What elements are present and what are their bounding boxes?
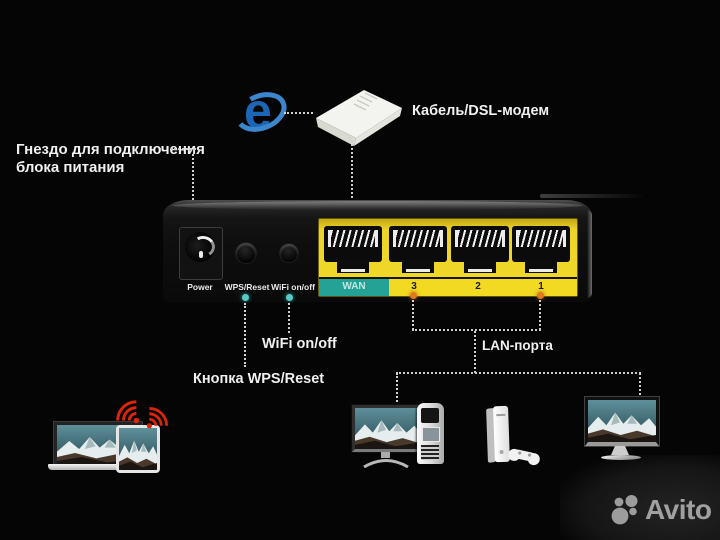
desktop-monitor-stand (381, 452, 390, 458)
wan-port (324, 226, 382, 273)
port-3-label: 3 (411, 281, 417, 292)
tv-monitor (585, 397, 659, 446)
port-2-label: 2 (475, 281, 481, 292)
wps-callout-label: Кнопка WPS/Reset (193, 371, 325, 387)
laptop-base (48, 464, 146, 470)
game-controller (508, 448, 540, 466)
connector-wps-v (244, 303, 246, 367)
port-label-strip: WAN 3 2 1 (319, 277, 577, 296)
connector-desktop-v (396, 373, 398, 406)
avito-logo-icon (611, 495, 638, 525)
tablet (116, 425, 160, 473)
wifi-signal-left-icon (116, 400, 141, 424)
lan-port-1-pins (516, 230, 566, 247)
connector-ie-to-modem (284, 112, 313, 114)
lan-callout-label: LAN-порта (482, 338, 553, 353)
lan-port-1-latch (525, 259, 557, 273)
lan-port-2-latch (464, 259, 496, 273)
connector-devices-h (396, 372, 641, 374)
lan-port-3-latch (402, 259, 434, 273)
lan-port-2-pins (455, 230, 505, 247)
wan-port-label: WAN (342, 281, 366, 292)
connector-powerlabel-v (192, 154, 194, 220)
internet-explorer-icon: e (235, 83, 287, 140)
xbox-disc-slot (496, 413, 506, 417)
power-port-label: Power (187, 282, 213, 292)
tv-monitor-wallpaper (588, 400, 656, 442)
ie-orbit-swoosh (235, 92, 287, 132)
connector-tv-v (639, 373, 641, 399)
lan3-connection-dot (410, 292, 417, 299)
wan-port-pins (328, 230, 378, 247)
port-1-label: 1 (538, 281, 544, 292)
pc-tower-drive-bay (421, 408, 439, 423)
connector-lan-bracket (412, 329, 541, 331)
power-socket (179, 227, 223, 280)
lan-port-2 (451, 226, 509, 273)
connector-powerlabel-h (171, 148, 196, 150)
pc-tower-panel (422, 427, 440, 442)
wps-connection-dot (242, 294, 249, 301)
pc-tower-vents (421, 445, 439, 460)
ethernet-ports-panel: WAN 3 2 1 (318, 218, 578, 297)
lan-port-3 (389, 226, 447, 273)
modem-illustration (316, 90, 402, 146)
wifi-button-label: WiFi on/off (271, 282, 315, 292)
connector-modem-to-wan (351, 140, 353, 218)
tv-stand (611, 446, 629, 455)
wifi-signal-right-icon (145, 407, 169, 429)
ie-glyph-svg: e (235, 83, 287, 139)
lan-port-1 (512, 226, 570, 273)
router-top-highlight (540, 194, 645, 198)
modem-callout-label: Кабель/DSL-модем (412, 103, 550, 119)
wifi-onoff-button (280, 244, 298, 262)
tablet-wallpaper (119, 428, 157, 470)
connector-lan1-v (539, 300, 541, 330)
wifi-connection-dot (286, 294, 293, 301)
connector-lan-stem (474, 331, 476, 373)
watermark-background-glow (560, 455, 720, 540)
avito-watermark: Avito (610, 494, 712, 526)
power-jack-callout-line1: Гнездо для подключения (16, 141, 205, 158)
power-socket-pin (185, 232, 215, 262)
wps-reset-button (236, 243, 256, 263)
wan-label-segment (319, 279, 389, 296)
desktop-monitor-wallpaper (355, 408, 421, 449)
power-jack-callout-line2: блока питания (16, 159, 125, 176)
lan-port-3-pins (393, 230, 443, 247)
wan-port-latch (337, 259, 369, 273)
lan1-connection-dot (537, 292, 544, 299)
router-back-panel: Power WPS/Reset WiFi on/off WAN (163, 200, 592, 302)
pc-tower (417, 403, 444, 464)
connector-wifi-v (288, 303, 290, 333)
desktop-monitor (352, 405, 424, 452)
avito-watermark-text: Avito (645, 494, 712, 525)
wifi-callout-label: WiFi on/off (262, 336, 337, 352)
desktop-monitor-base (363, 459, 409, 468)
power-jack-callout-label: Гнездо для подключения блока питания (16, 141, 205, 177)
wps-button-label: WPS/Reset (224, 282, 270, 292)
connector-lan3-v (412, 300, 414, 330)
